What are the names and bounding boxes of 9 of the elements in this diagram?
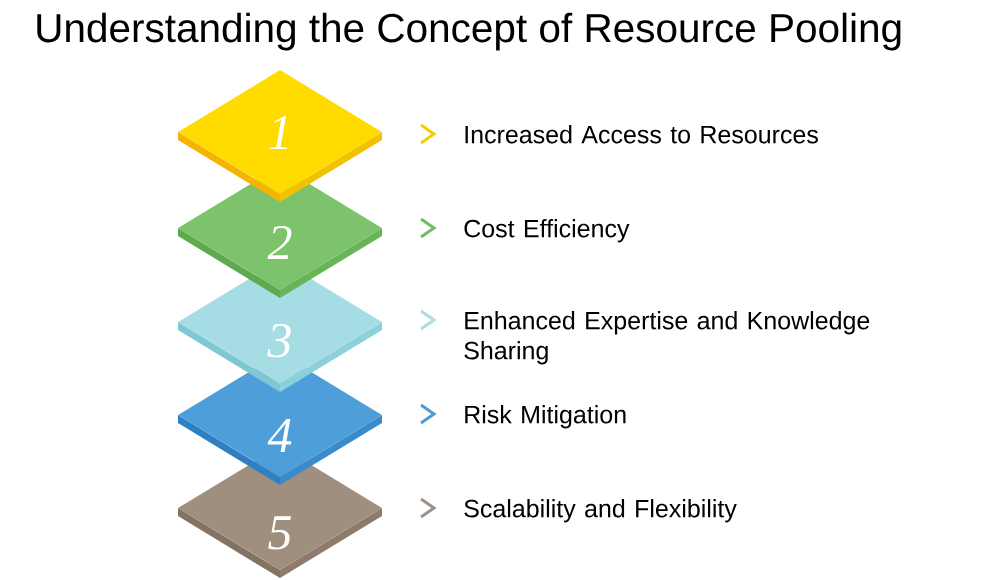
tile: 3 bbox=[178, 260, 382, 392]
tile: 1 bbox=[178, 70, 382, 202]
item-text: Cost Efficiency bbox=[464, 219, 630, 243]
title: Understanding the Concept of Resource Pooling bbox=[37, 12, 901, 51]
item-text: Increased Access to Resources bbox=[465, 125, 818, 144]
item-text: Enhanced Expertise and Knowledge Sharing bbox=[464, 311, 870, 365]
item-text: Scalability and Flexibility bbox=[464, 499, 737, 523]
item-text: Risk Mitigation bbox=[465, 405, 626, 429]
tile: 2 bbox=[178, 166, 382, 298]
